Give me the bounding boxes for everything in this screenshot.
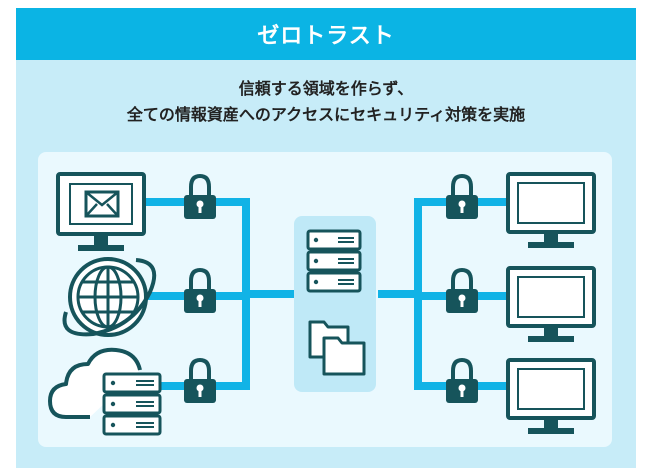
center-resource-node <box>294 216 376 392</box>
globe-icon <box>62 257 157 337</box>
mail-computer-icon <box>56 172 146 251</box>
lock-icon <box>184 357 216 403</box>
folder-icon <box>308 320 366 376</box>
description-line-2: 全ての情報資産へのアクセスにセキュリティ対策を実施 <box>126 105 526 124</box>
monitor-icon <box>506 358 596 434</box>
network-diagram <box>38 152 612 447</box>
page-title: ゼロトラスト <box>257 24 395 49</box>
network-diagram-svg <box>48 172 596 436</box>
lock-icon <box>446 357 478 403</box>
description-line-1: 信頼する領域を作らず、 <box>238 79 414 98</box>
zero-trust-panel: ゼロトラスト 信頼する領域を作らず、 全ての情報資産へのアクセスにセキュリティ対… <box>16 8 636 468</box>
title-bar: ゼロトラスト <box>16 8 636 60</box>
lock-icon <box>184 173 216 219</box>
monitor-icon <box>506 266 596 342</box>
monitor-icon <box>506 172 596 248</box>
cloud-server-icon <box>48 347 162 436</box>
lock-icon <box>184 267 216 313</box>
server-stack-icon <box>306 229 362 293</box>
lock-icon <box>446 267 478 313</box>
lock-icon <box>446 173 478 219</box>
